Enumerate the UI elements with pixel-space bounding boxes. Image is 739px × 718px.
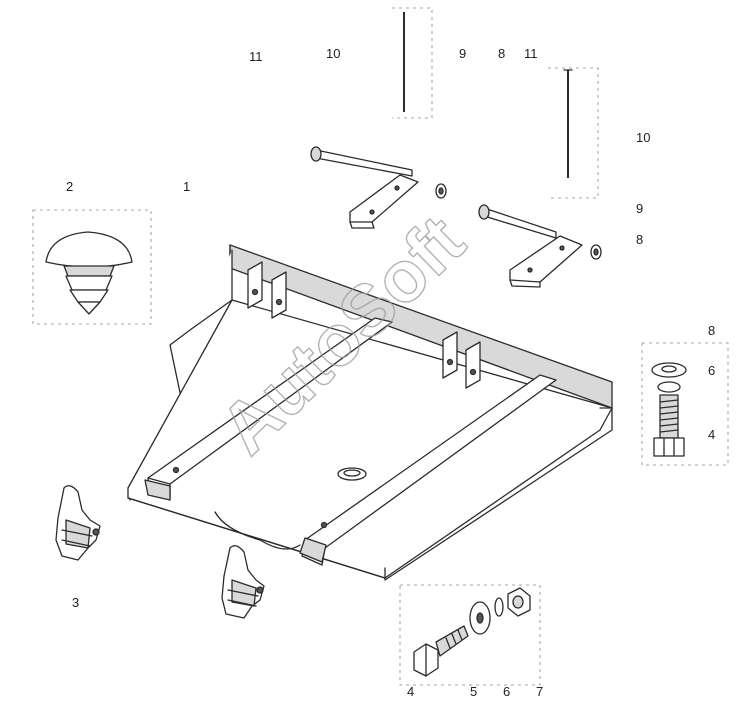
- latch-right: [221, 545, 265, 619]
- inset-frames: [32, 7, 729, 686]
- clip-part: [45, 231, 133, 315]
- bolt-kit-right: [651, 362, 687, 457]
- callout-4-inset: 4: [708, 427, 715, 442]
- tray-assembly: [127, 244, 613, 581]
- callout-9-top: 9: [459, 46, 466, 61]
- callout-8-top: 8: [498, 46, 505, 61]
- callout-2: 2: [66, 179, 73, 194]
- callout-11-right: 11: [524, 46, 538, 61]
- callout-8-inset: 8: [708, 323, 715, 338]
- callout-1: 1: [183, 179, 190, 194]
- callout-8-right: 8: [636, 232, 643, 247]
- callout-5-bottom: 5: [470, 684, 477, 699]
- callout-labels: 11 10 9 8 11 10 9 8 2 1 8 6 4 3 4 5 6 7: [66, 46, 715, 699]
- callout-9-right: 9: [636, 201, 643, 216]
- callout-6-bottom: 6: [503, 684, 510, 699]
- vertical-pins: [403, 12, 573, 178]
- upper-left-hinge: [310, 146, 447, 229]
- upper-right-hinge: [478, 204, 602, 288]
- callout-10-right: 10: [636, 130, 650, 145]
- latch-left: [55, 485, 101, 561]
- callout-6-inset: 6: [708, 363, 715, 378]
- callout-11-left: 11: [249, 49, 263, 64]
- callout-3: 3: [72, 595, 79, 610]
- bolt-kit-bottom: [413, 587, 531, 677]
- callout-10-top: 10: [326, 46, 340, 61]
- callout-4-bottom: 4: [407, 684, 414, 699]
- callout-7-bottom: 7: [536, 684, 543, 699]
